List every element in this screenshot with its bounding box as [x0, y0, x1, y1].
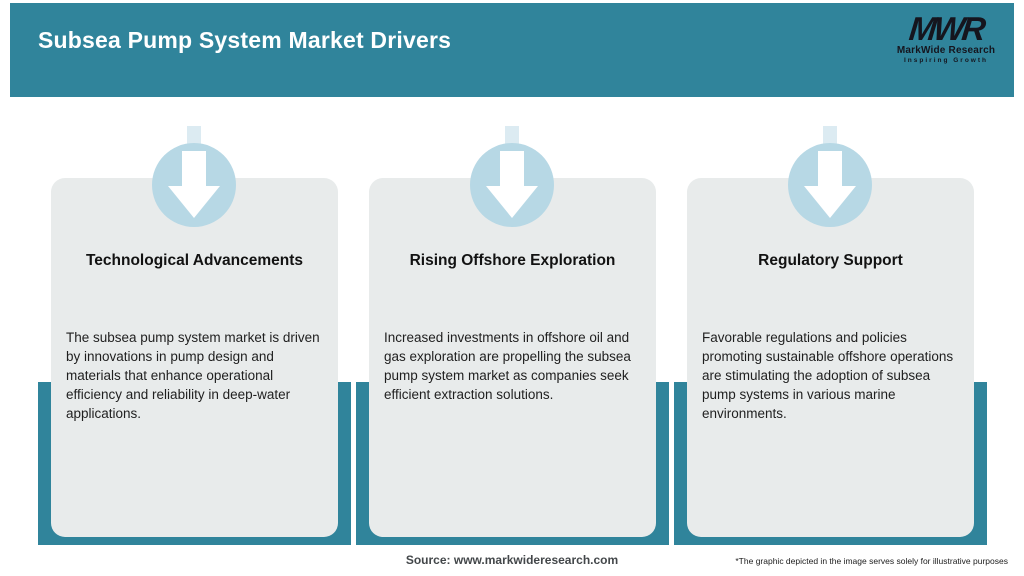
card-description: Increased investments in offshore oil an…	[384, 330, 631, 402]
logo-mwr-monogram: MWR	[907, 10, 985, 47]
card-title: Technological Advancements	[85, 252, 304, 269]
card-description: The subsea pump system market is driven …	[66, 330, 320, 421]
header-bar: Subsea Pump System Market Drivers MWR Ma…	[10, 3, 1014, 97]
markwide-research-logo: MWR MarkWide Research Inspiring Growth	[892, 10, 1000, 65]
source-attribution: Source: www.markwideresearch.com	[405, 553, 619, 567]
card-title: Rising Offshore Exploration	[409, 252, 616, 269]
card-title: Regulatory Support	[758, 252, 903, 269]
driver-card-regulatory-support: Regulatory Support Favorable regulations…	[687, 178, 974, 537]
disclaimer-note: *The graphic depicted in the image serve…	[735, 556, 1008, 566]
card-description: Favorable regulations and policies promo…	[702, 330, 954, 421]
down-arrow-icon	[470, 126, 554, 230]
driver-card-technological-advancements: Technological Advancements The subsea pu…	[51, 178, 338, 537]
logo-company-name: MarkWide Research	[896, 45, 996, 57]
driver-card-rising-offshore-exploration: Rising Offshore Exploration Increased in…	[369, 178, 656, 537]
page-title: Subsea Pump System Market Drivers	[38, 27, 452, 53]
logo-tagline: Inspiring Growth	[904, 57, 988, 65]
down-arrow-icon	[788, 126, 872, 230]
down-arrow-icon	[152, 126, 236, 230]
